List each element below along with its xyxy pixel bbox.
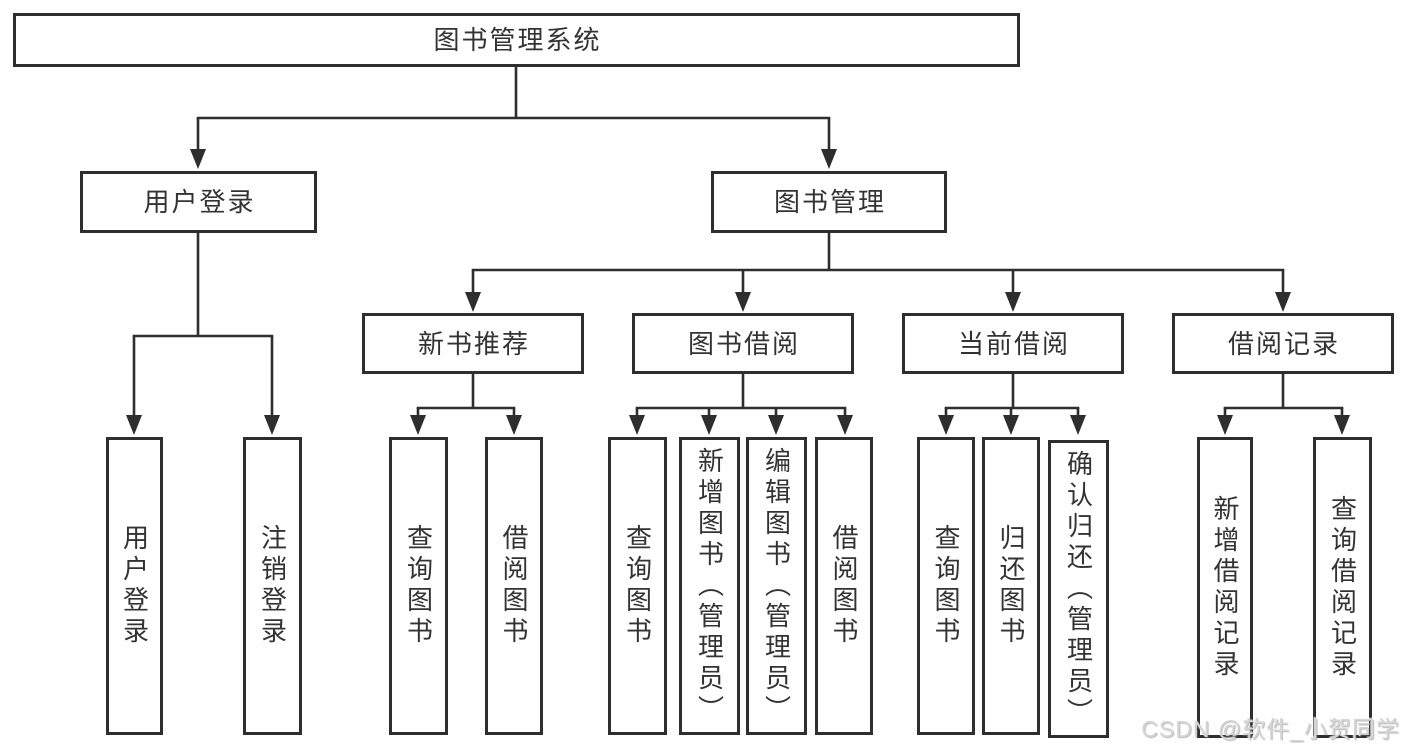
node-book-management: 图书管理 (711, 171, 947, 233)
leaf-query-books-2: 查询图书 (608, 437, 667, 735)
leaf-edit-book-admin-label: 编辑图书（管理员） (761, 446, 792, 726)
leaf-confirm-return-admin-label: 确认归还（管理员） (1063, 449, 1094, 729)
leaf-query-borrow-record-label: 查询借阅记录 (1327, 494, 1358, 681)
connector-root-to-level2 (190, 67, 837, 169)
leaf-add-borrow-record: 新增借阅记录 (1197, 437, 1253, 738)
node-current-borrowing-label: 当前借阅 (957, 328, 1070, 359)
leaf-add-book-admin-label: 新增图书（管理员） (694, 446, 725, 726)
node-root: 图书管理系统 (13, 13, 1020, 67)
leaf-borrow-books-2: 借阅图书 (815, 437, 873, 735)
connector-current-borrowing-children (938, 374, 1086, 435)
leaf-add-borrow-record-label: 新增借阅记录 (1210, 494, 1240, 681)
leaf-borrow-books-1: 借阅图书 (485, 437, 543, 735)
connector-new-book-recommend-children (410, 374, 522, 435)
leaf-return-books: 归还图书 (982, 437, 1040, 735)
watermark: CSDN @软件_小贺同学 (1141, 716, 1400, 742)
leaf-query-borrow-record: 查询借阅记录 (1313, 437, 1372, 738)
leaf-logout: 注销登录 (243, 437, 302, 735)
leaf-user-login: 用户登录 (106, 437, 163, 735)
connector-book-borrowing-children (629, 374, 853, 435)
leaf-borrow-books-2-label: 借阅图书 (829, 524, 859, 648)
leaf-confirm-return-admin: 确认归还（管理员） (1048, 440, 1109, 738)
leaf-query-books-1: 查询图书 (389, 437, 448, 735)
node-borrowing-records: 借阅记录 (1172, 313, 1394, 374)
node-user-login: 用户登录 (80, 171, 317, 233)
node-current-borrowing: 当前借阅 (902, 313, 1124, 374)
leaf-logout-label: 注销登录 (257, 524, 288, 648)
connector-borrowing-records-children (1217, 374, 1350, 435)
node-new-book-recommend-label: 新书推荐 (417, 328, 530, 359)
node-book-management-label: 图书管理 (773, 187, 886, 217)
leaf-query-books-2-label: 查询图书 (622, 524, 653, 648)
leaf-add-book-admin: 新增图书（管理员） (679, 437, 740, 735)
leaf-edit-book-admin: 编辑图书（管理员） (746, 437, 807, 735)
node-user-login-label: 用户登录 (143, 187, 256, 217)
leaf-return-books-label: 归还图书 (996, 524, 1026, 648)
connector-user-login-children (126, 233, 280, 435)
node-book-borrowing-label: 图书借阅 (687, 328, 800, 359)
leaf-borrow-books-1-label: 借阅图书 (499, 524, 529, 648)
node-new-book-recommend: 新书推荐 (362, 313, 584, 374)
node-borrowing-records-label: 借阅记录 (1227, 328, 1340, 359)
leaf-query-books-3: 查询图书 (917, 437, 975, 735)
leaf-query-books-1-label: 查询图书 (403, 524, 434, 648)
connector-book-management-children (465, 233, 1291, 312)
leaf-query-books-3-label: 查询图书 (931, 524, 961, 648)
leaf-user-login-label: 用户登录 (119, 524, 150, 648)
node-root-label: 图书管理系统 (433, 25, 602, 55)
node-book-borrowing: 图书借阅 (632, 313, 854, 374)
